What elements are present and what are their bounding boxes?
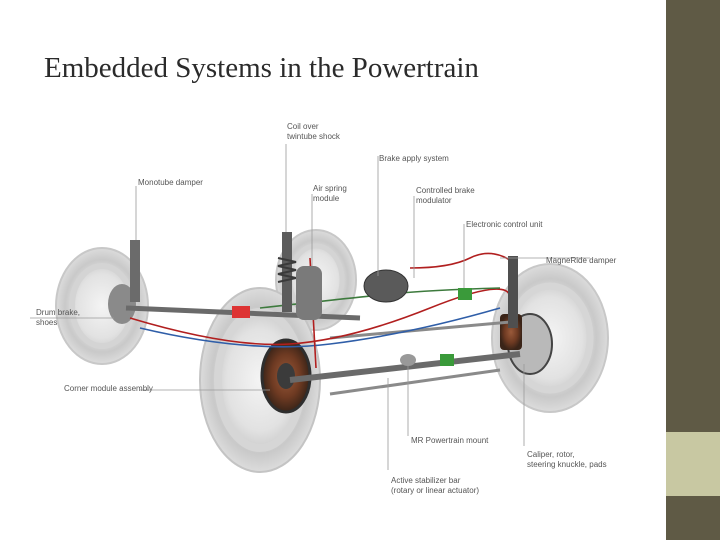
chassis-frame xyxy=(125,305,521,396)
label-monotube: Monotube damper xyxy=(138,178,203,187)
front-right-wheel xyxy=(491,263,609,413)
label-coilover: Coil over twintube shock xyxy=(287,122,340,141)
ecu-module-red xyxy=(232,306,250,318)
callout-lines xyxy=(30,144,590,470)
label-stabilizer: Active stabilizer bar (rotary or linear … xyxy=(391,476,480,495)
sidebar-accent-block xyxy=(666,432,720,496)
powertrain-mount xyxy=(400,354,416,366)
chassis-illustration xyxy=(30,144,609,473)
label-controlled-brake: Controlled brake modulator xyxy=(416,186,475,205)
magneride-damper xyxy=(508,256,518,328)
ecu-module-green xyxy=(458,288,472,300)
label-brake-apply: Brake apply system xyxy=(379,154,449,163)
label-ecu: Electronic control unit xyxy=(466,220,543,229)
label-magneride: MagneRide damper xyxy=(546,256,617,265)
label-mr-mount: MR Powertrain mount xyxy=(411,436,489,445)
label-caliper: Caliper, rotor, steering knuckle, pads xyxy=(527,450,607,469)
label-corner-module: Corner module assembly xyxy=(64,384,153,393)
label-airspring: Air spring module xyxy=(313,184,347,203)
slide-title: Embedded Systems in the Powertrain xyxy=(44,52,479,84)
ecu-module-green-2 xyxy=(440,354,454,366)
brake-modulator xyxy=(363,269,409,303)
monotube-damper xyxy=(130,240,140,302)
air-spring-module xyxy=(296,266,322,320)
chassis-diagram: Coil over twintube shock Brake apply sys… xyxy=(30,108,622,504)
rear-left-wheel xyxy=(55,247,149,365)
label-drum-brake: Drum brake, shoes xyxy=(36,308,81,327)
